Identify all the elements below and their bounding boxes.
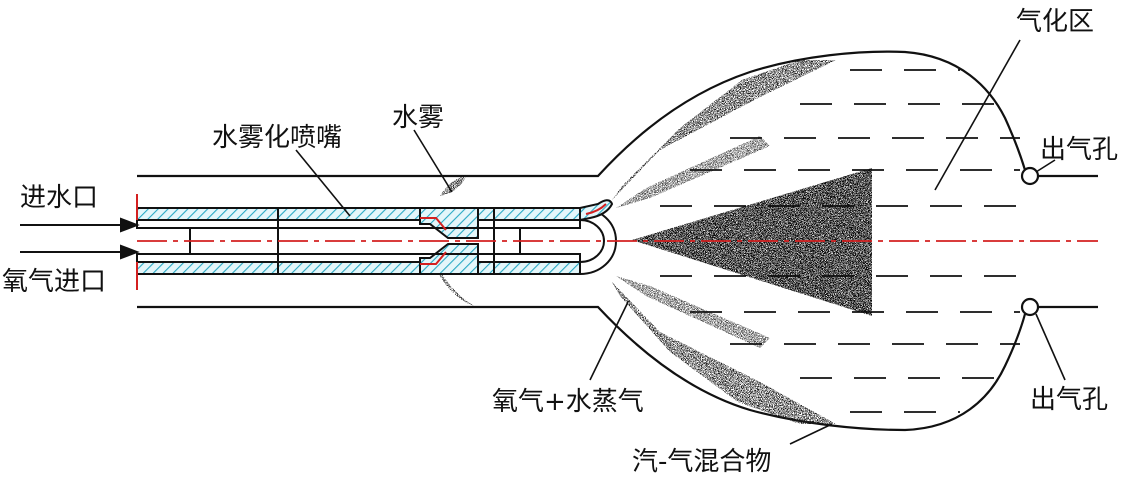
nozzle-assembly	[136, 199, 618, 276]
label-steam-gas-mixture: 汽-气混合物	[632, 447, 771, 477]
label-outlet-upper: 出气孔	[1040, 135, 1118, 165]
leader-outlet-lower	[1035, 313, 1066, 381]
tube-wall-upper	[136, 219, 581, 229]
water-inlet-arrowhead	[120, 217, 140, 233]
leader-water-mist	[413, 129, 453, 193]
nozzle-cap	[579, 206, 618, 276]
chamber-outline-upper	[137, 50, 1027, 178]
outlet-hole-lower	[1020, 297, 1040, 317]
mist-puff-upper	[440, 176, 466, 196]
oxygen-inlet-arrowhead	[120, 244, 140, 260]
nozzle-orifice-upper	[420, 217, 447, 231]
leader-oxygen-steam	[589, 301, 629, 381]
leader-atomizing-nozzle	[295, 149, 351, 217]
leader-lines	[295, 39, 1066, 445]
label-water-mist: 水雾	[392, 103, 444, 133]
nozzle-orifice-lower	[420, 251, 447, 265]
spray-regions	[438, 60, 872, 424]
label-outlet-lower: 出气孔	[1030, 385, 1108, 415]
label-oxygen-inlet: 氧气进口	[2, 267, 106, 297]
leader-vaporization-zone	[934, 39, 1021, 191]
nozzle-tip-outlet	[585, 203, 607, 215]
inlet-arrows	[20, 217, 140, 260]
nozzle-red-details	[136, 194, 607, 290]
water-channel-lower	[136, 261, 581, 275]
nozzle-throat-lower	[419, 243, 479, 275]
labels: 进水口 氧气进口 水雾化喷嘴 水雾 气化区 出气孔 出气孔 氧气+水蒸气 汽-气…	[2, 7, 1118, 477]
label-atomizing-nozzle: 水雾化喷嘴	[212, 123, 342, 153]
tube-wall-lower	[136, 253, 581, 263]
spray-cone-dense	[632, 168, 872, 316]
label-water-inlet: 进水口	[20, 183, 98, 213]
leader-steam-gas-mixture	[789, 423, 833, 445]
chamber-outline-lower	[137, 305, 1027, 432]
leader-outlet-upper	[1035, 159, 1056, 173]
nozzle-throat-upper	[419, 207, 479, 239]
outlet-hole-upper	[1020, 166, 1040, 186]
label-vaporization-zone: 气化区	[1016, 7, 1094, 37]
water-channel-upper	[136, 207, 581, 221]
mist-film-upper	[616, 136, 770, 208]
vaporizer-chamber	[137, 50, 1098, 432]
mist-film-lower	[616, 276, 770, 348]
label-oxygen-steam: 氧气+水蒸气	[492, 387, 644, 417]
